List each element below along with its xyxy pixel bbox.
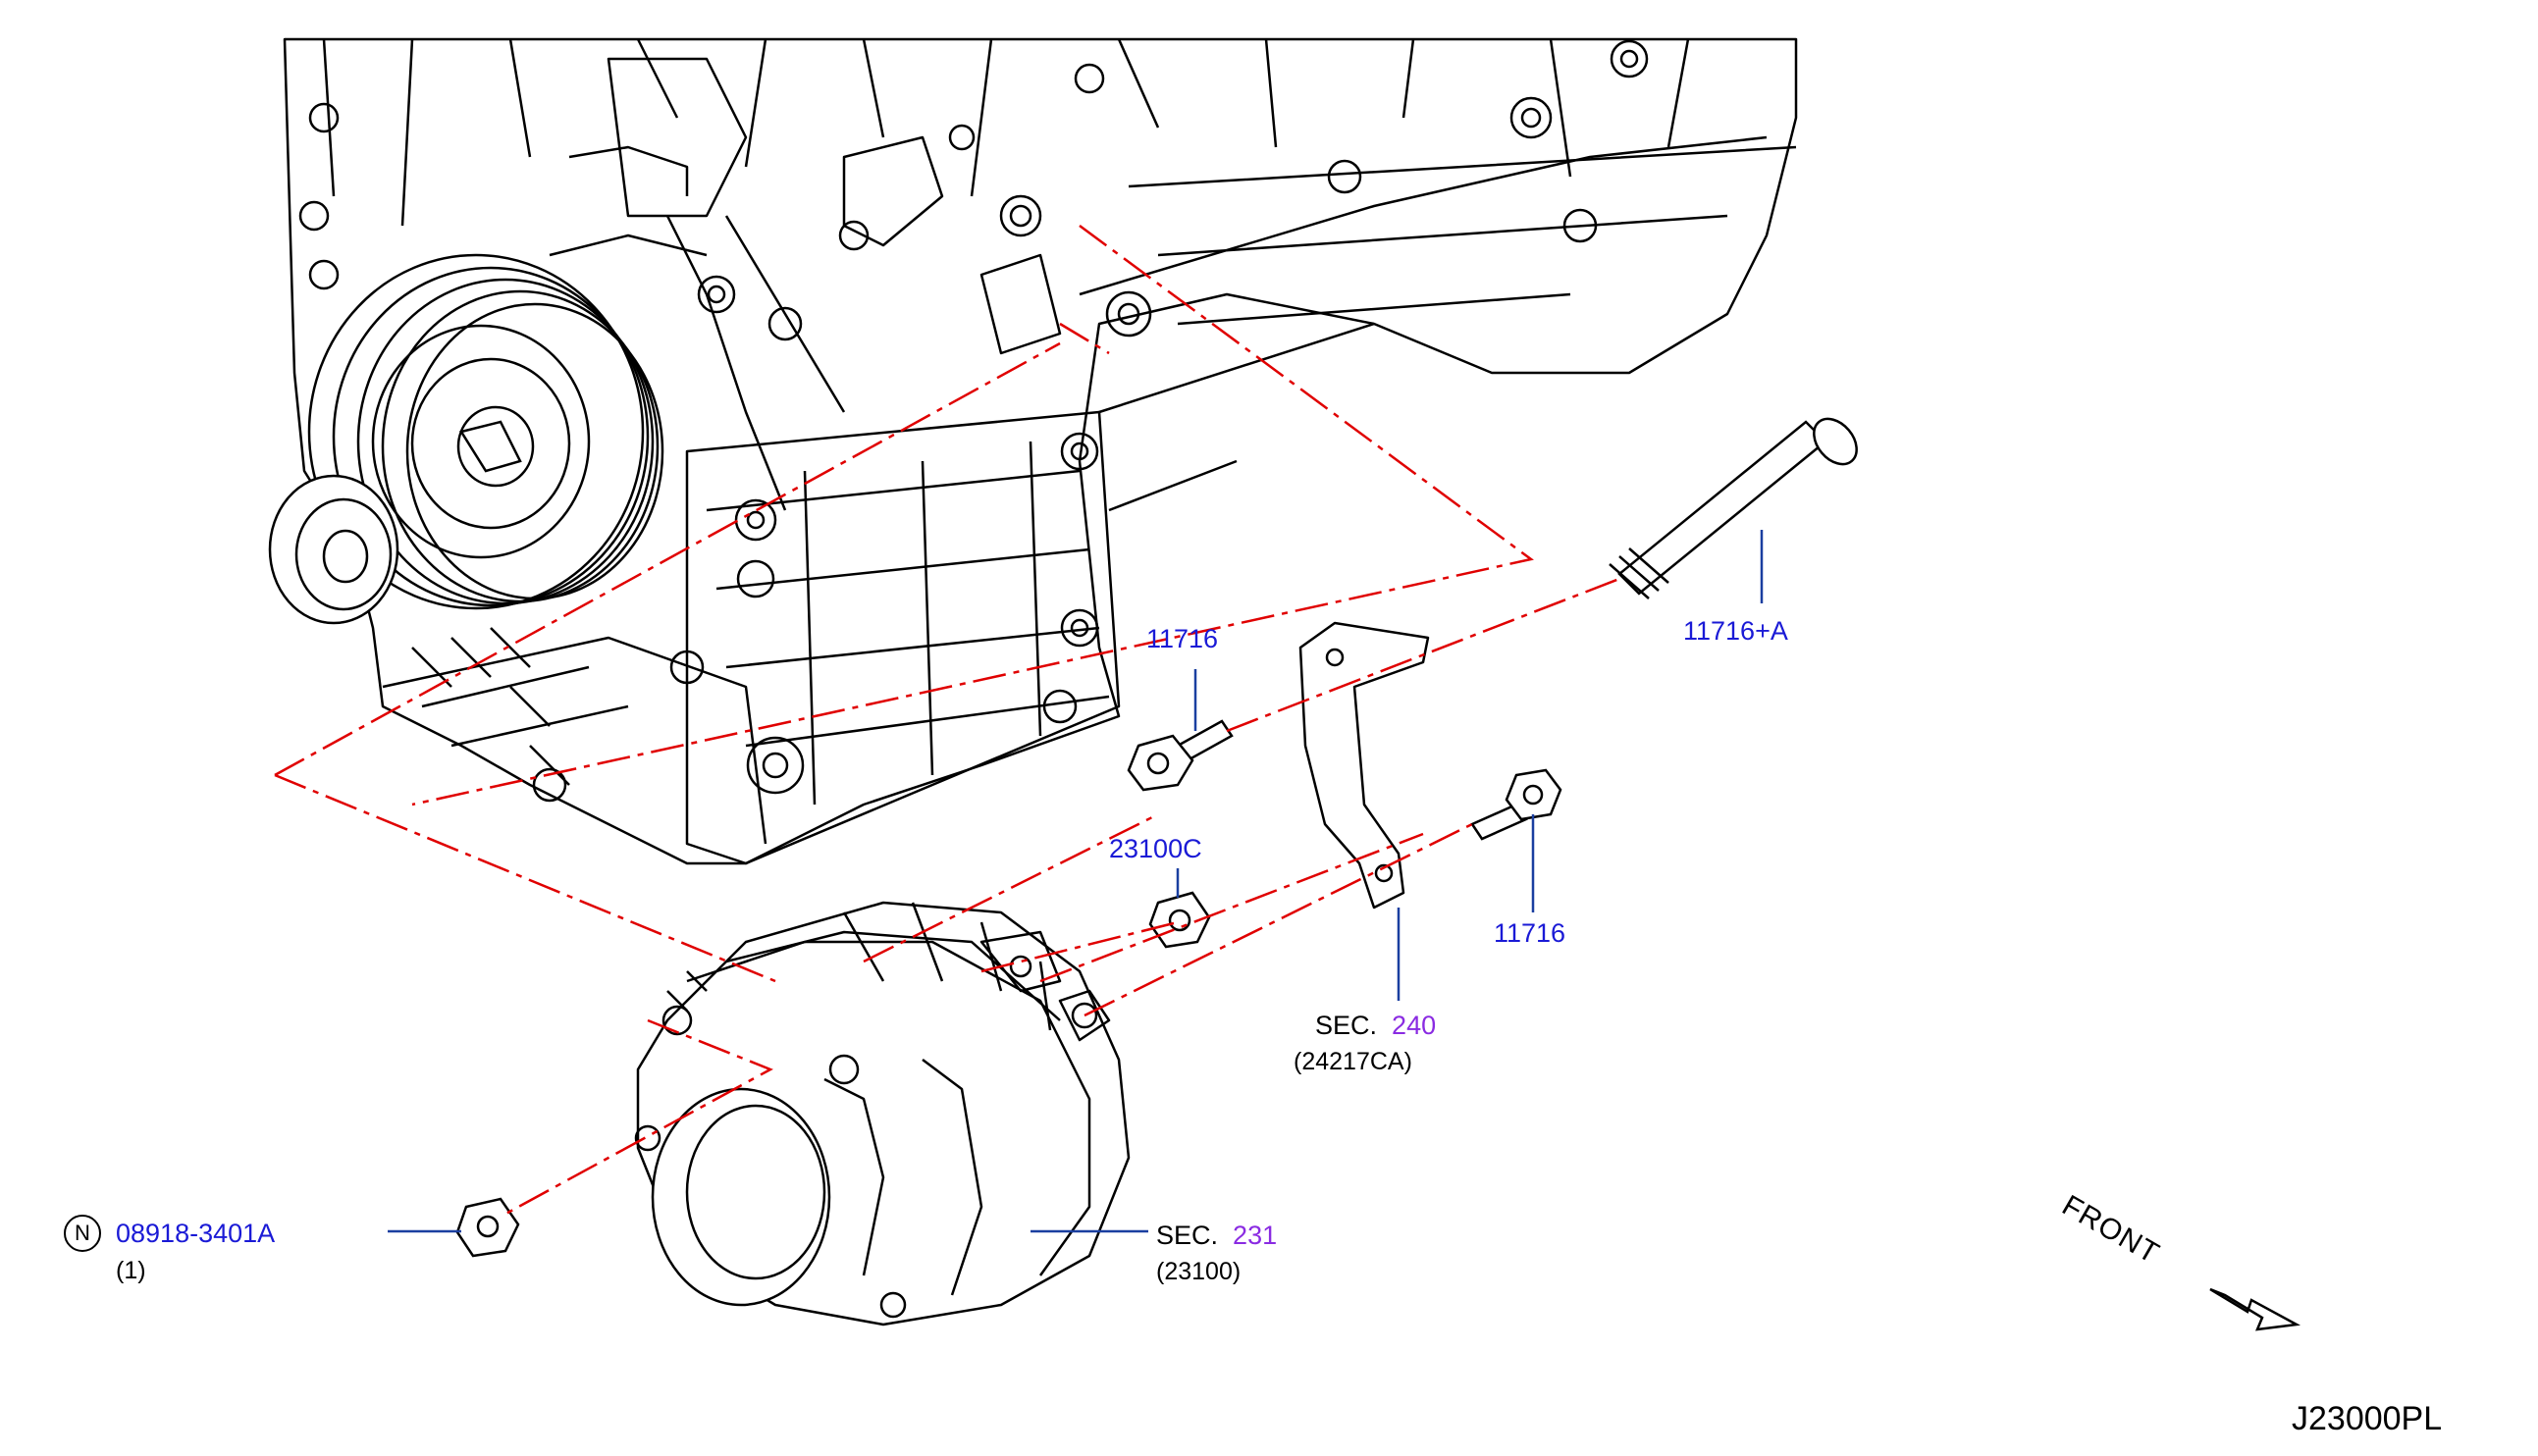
label-nut-quantity: (1)	[116, 1257, 146, 1284]
leader-lines	[388, 530, 1764, 1233]
long-bolt	[1609, 417, 1858, 599]
alternator-sec-number: 231	[1233, 1221, 1278, 1250]
alternator	[634, 901, 1131, 1326]
alternator-bracket	[1298, 621, 1430, 910]
engine-block	[283, 37, 1798, 865]
assembly-lines	[274, 224, 1620, 1219]
label-bolt-right: 11716	[1494, 918, 1566, 948]
label-alternator-sec: SEC. 231	[1156, 1222, 1277, 1249]
idler-pulley	[268, 474, 399, 625]
label-bracket-part: (24217CA)	[1294, 1048, 1412, 1075]
n-symbol-icon: N	[64, 1215, 101, 1252]
label-bolt-top: 11716	[1146, 624, 1219, 653]
bolt-right	[1470, 768, 1562, 841]
label-alternator-part: (23100)	[1156, 1258, 1242, 1285]
alternator-sec-prefix: SEC.	[1156, 1221, 1219, 1250]
bracket-sec-number: 240	[1392, 1011, 1437, 1040]
label-bracket-sec: SEC. 240	[1315, 1013, 1436, 1039]
label-nut-23100c: 23100C	[1109, 834, 1202, 863]
label-nut-08918: 08918-3401A	[116, 1219, 276, 1248]
diagram-code: J23000PL	[2292, 1400, 2443, 1437]
label-long-bolt: 11716+A	[1683, 616, 1788, 646]
front-arrow-icon	[2209, 1287, 2301, 1331]
nut-08918	[455, 1197, 520, 1258]
bolt-upper	[1127, 719, 1234, 792]
bracket-sec-prefix: SEC.	[1315, 1011, 1378, 1040]
